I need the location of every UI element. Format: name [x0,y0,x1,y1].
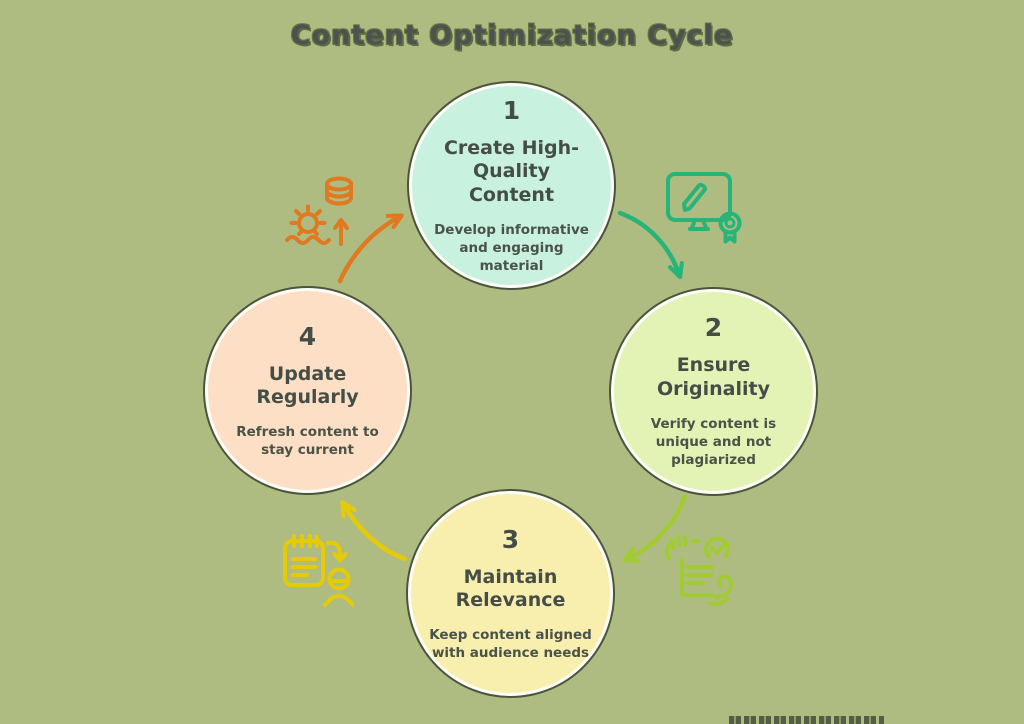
step-circle-maintain-relevance: 3 Maintain Relevance Keep content aligne… [408,491,613,696]
step-circle-ensure-originality: 2 Ensure Originality Verify content is u… [611,289,816,494]
step-description: Verify content is unique and not plagiar… [650,415,777,469]
gear-database-upload-icon [283,174,357,248]
step-circle-update-regularly: 4 Update Regularly Refresh content to st… [205,288,410,493]
step-number: 3 [501,524,520,554]
step-number: 1 [502,95,521,125]
hands-document-check-icon [660,533,740,611]
step-number: 2 [704,313,723,343]
step-description: Refresh content to stay current [236,424,379,459]
step-description: Develop informative and engaging materia… [434,221,589,275]
step-title: Maintain Relevance [455,565,566,612]
step-number: 4 [298,321,317,351]
step-circle-create-content: 1 Create High-Quality Content Develop in… [409,83,614,288]
step-description: Keep content aligned with audience needs [429,627,592,662]
step-title: Create High-Quality Content [443,136,580,207]
step-title: Update Regularly [256,362,359,409]
clipboard-user-assign-icon [282,533,354,611]
diagram-title: Content Optimization Cycle [290,20,734,51]
watermark [729,716,884,724]
step-title: Ensure Originality [657,354,770,401]
monitor-pen-award-icon [664,170,744,246]
